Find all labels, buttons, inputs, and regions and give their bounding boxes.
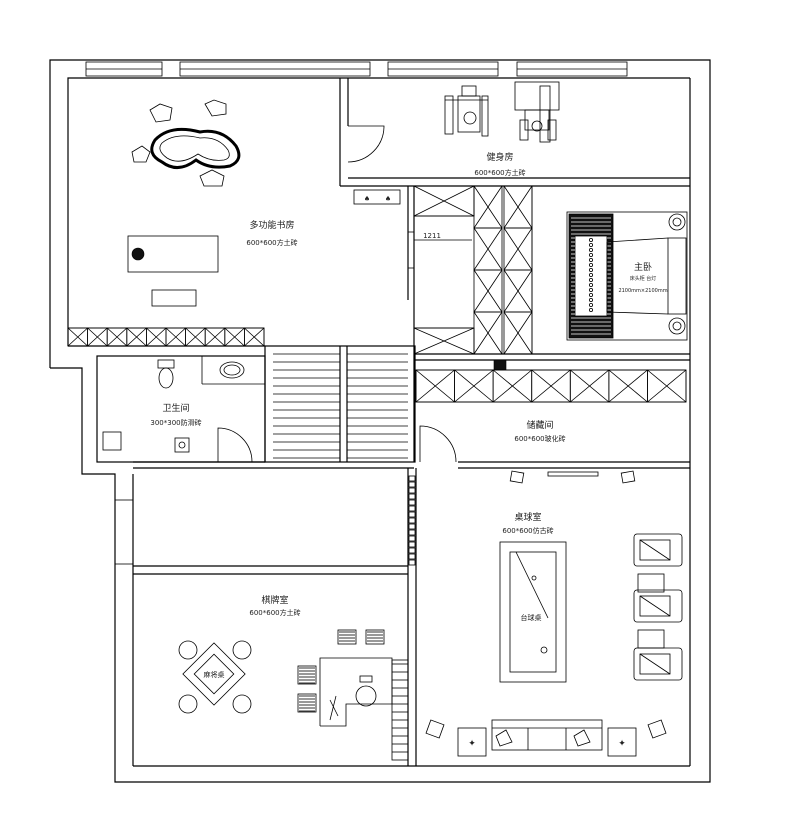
bar-counter	[297, 629, 393, 727]
tea-room-name: 多功能书房	[249, 219, 294, 231]
svg-text:♠: ♠	[385, 195, 391, 203]
gym-machine-icon	[514, 81, 560, 143]
gym-room-name: 健身房	[486, 151, 513, 163]
tv-icon	[547, 471, 599, 477]
column	[493, 359, 507, 371]
mahjong-room: 棋牌室 600*600方土砖 麻将桌	[178, 594, 409, 761]
mahjong-table-label: 麻将桌	[204, 670, 225, 679]
desk	[127, 235, 219, 273]
staircase	[264, 345, 416, 463]
svg-text:✦: ✦	[468, 739, 476, 749]
storage-room: 储藏间 600*600玻化砖	[413, 360, 690, 469]
bedroom: 主卧 床头柜 台灯 2100mm×2100mm	[414, 211, 690, 361]
billiard-room-floor: 600*600仿古砖	[502, 526, 553, 535]
billiard-room-name: 桌球室	[514, 511, 541, 523]
bed-dimension: 2100mm×2100mm	[618, 288, 667, 294]
cabinet	[151, 289, 197, 307]
gym-room: 健身房 600*600方土砖	[339, 78, 690, 187]
chair-icon	[131, 247, 145, 261]
svg-text:✦: ✦	[618, 739, 626, 749]
bed-dim-top: 床头柜 台灯	[630, 275, 657, 282]
outer-walls	[49, 59, 711, 783]
tea-room: 多功能书房 600*600方土砖	[67, 99, 298, 347]
tea-room-floor: 600*600方土砖	[246, 238, 297, 247]
billiard-room: 桌球室 600*600仿古砖 台球桌 ✦ ✦	[425, 470, 683, 757]
mahjong-table: 麻将桌	[182, 642, 246, 706]
toilet-icon	[157, 359, 175, 389]
wardrobe-area: 1211	[407, 185, 533, 360]
sink-icon	[219, 361, 245, 379]
shower-icon	[102, 431, 122, 451]
bedroom-name: 主卧	[634, 261, 652, 273]
bathroom: 卫生间 300*300防滑砖	[96, 355, 266, 463]
mahjong-room-floor: 600*600方土砖	[249, 608, 300, 617]
storage-room-floor: 600*600玻化砖	[514, 434, 565, 443]
end-table	[457, 727, 487, 757]
cabinet-row	[67, 327, 265, 347]
billiard-table-label: 台球桌	[521, 613, 542, 622]
floor-drain-icon	[174, 437, 190, 453]
end-table	[607, 727, 637, 757]
gym-machine-icon	[444, 85, 489, 137]
mahjong-room-name: 棋牌室	[261, 594, 288, 606]
gym-room-floor: 600*600方土砖	[474, 168, 525, 177]
bathroom-name: 卫生间	[162, 402, 189, 414]
bathroom-floor: 300*300防滑砖	[150, 418, 201, 427]
svg-text:♠: ♠	[364, 195, 370, 203]
storage-room-name: 储藏间	[526, 419, 553, 431]
rock-icon	[131, 99, 227, 187]
wardrobe-dimension: 1211	[423, 232, 441, 240]
sofa-icon	[491, 719, 603, 751]
chair-icon	[178, 640, 252, 714]
plaque	[353, 189, 401, 205]
billiard-table: 台球桌	[499, 541, 567, 683]
